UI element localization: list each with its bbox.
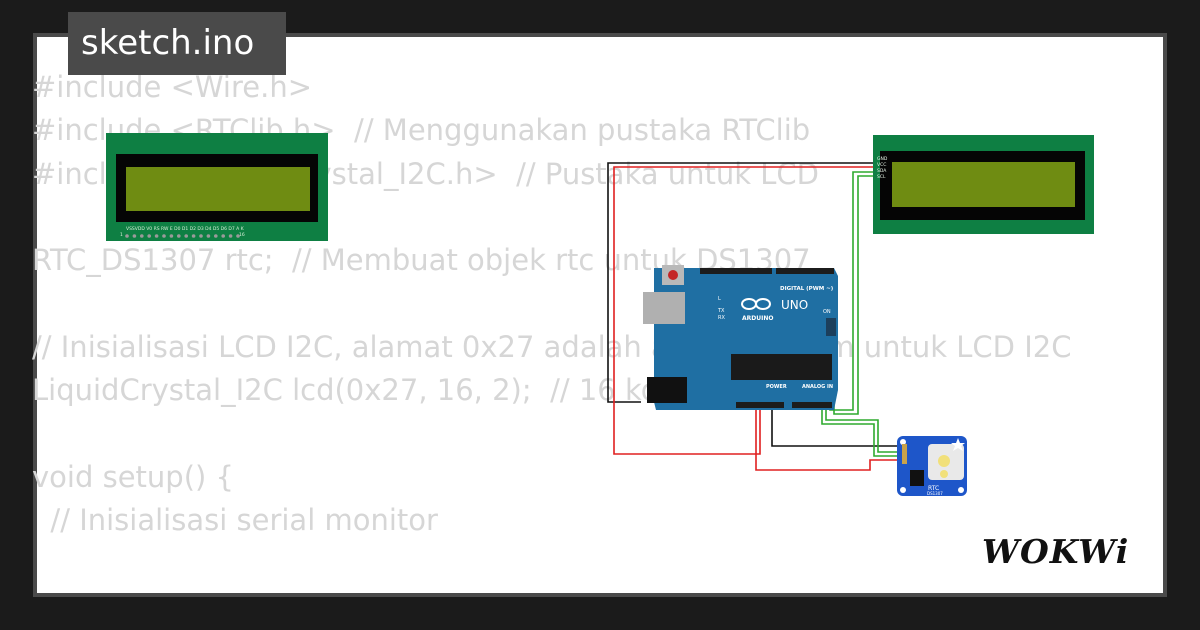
wire-green-rtc-scl [821, 400, 904, 457]
tx-label: TX [717, 308, 725, 314]
lcd-pin [162, 234, 166, 238]
lcd-pin [140, 234, 144, 238]
l-label: L [718, 296, 721, 302]
lcd-pin [228, 234, 233, 238]
lcd-pin [206, 234, 211, 238]
svg-text:WOKWi: WOKWi [982, 532, 1129, 571]
lcd-pin [184, 234, 188, 238]
lcd-pin [147, 234, 151, 238]
lcd-i2c-pin-sda: SDA [877, 168, 887, 174]
rtc-ds1307[interactable]: RTC DS1307 [897, 436, 967, 496]
reset-button [668, 270, 678, 280]
preview-canvas [37, 37, 1163, 593]
atmega-chip [731, 354, 832, 380]
lcd-pin [191, 234, 196, 238]
rtc-pin-header [902, 444, 907, 464]
rtc-model: DS1307 [927, 491, 943, 496]
power-label: POWER [766, 384, 787, 390]
digital-header-right [776, 268, 834, 274]
wire-black-lcd-gnd [607, 162, 873, 403]
rtc-chip [910, 470, 924, 486]
code-line: #include <RTClib.h> // Menggunakan pusta… [32, 113, 811, 148]
code-line: void setup() { [32, 459, 234, 494]
usb-port [643, 292, 685, 324]
icsp-header [826, 318, 836, 336]
arduino-label: ARDUINO [742, 315, 773, 322]
lcd-pin [214, 234, 218, 238]
lcd-pin [132, 234, 137, 238]
lcd-pin [221, 234, 225, 238]
wokwi-logo: WOKWi [976, 524, 1150, 576]
lcd-i2c-pin-vcc: VCC [877, 162, 886, 168]
lcd-pin-num-last: 16 [239, 232, 245, 238]
lcd-i2c-pin-gnd: GND [877, 156, 888, 162]
lcd-i2c[interactable]: GND VCC SDA SCL [873, 135, 1094, 234]
analog-header [792, 402, 832, 408]
lcd-pin-num-first: 1 [120, 232, 123, 238]
uno-label: UNO [781, 298, 808, 312]
file-tab: sketch.ino [68, 12, 286, 75]
power-header [736, 402, 784, 408]
rtc-label: RTC [928, 485, 939, 492]
arduino-uno[interactable]: DIGITAL (PWM ~) L TX RX UNO ARDUINO ON P… [643, 265, 838, 410]
arduino-infinity-icon [741, 298, 771, 310]
lcd-pin [236, 234, 240, 238]
power-jack [647, 377, 687, 403]
lcd-pin [125, 234, 129, 238]
lcd-pin [177, 234, 181, 238]
wire-red-lcd-vcc [613, 166, 873, 455]
wokwi-wordmark: WOKWi [982, 532, 1129, 571]
on-label: ON [823, 309, 831, 315]
rx-label: RX [718, 315, 725, 321]
lcd-pin-labels: VSSVDD V0 RS RW E D0 D1 D2 D3 D4 D5 D6 D… [126, 226, 245, 232]
star-icon [951, 438, 965, 451]
lcd-pin [169, 234, 174, 238]
lcd-pin [199, 234, 203, 238]
wire-green-rtc-sda [825, 400, 904, 453]
code-line: // Inisialisasi serial monitor [32, 502, 438, 537]
code-line: #include <Wire.h> [32, 70, 313, 104]
lcd-parallel[interactable]: VSSVDD V0 RS RW E D0 D1 D2 D3 D4 D5 D6 D… [106, 133, 328, 241]
analog-label: ANALOG IN [802, 384, 833, 390]
lcd-pin [154, 234, 159, 238]
wire-black-rtc-gnd [771, 402, 904, 447]
wire-red-rtc-vcc [755, 402, 904, 471]
digital-label: DIGITAL (PWM ~) [780, 286, 834, 292]
lcd-i2c-pin-scl: SCL [877, 174, 886, 180]
digital-header-left [700, 268, 772, 274]
